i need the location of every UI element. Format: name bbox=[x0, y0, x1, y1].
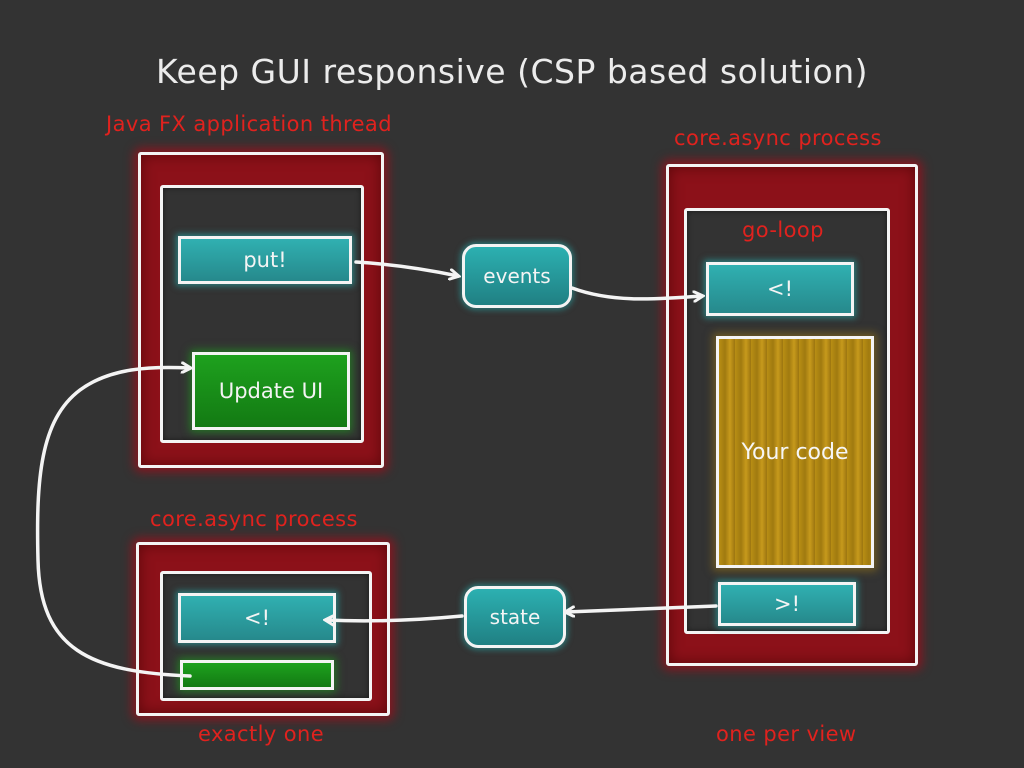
update-ui-box: Update UI bbox=[192, 352, 350, 430]
javafx-thread-label: Java FX application thread bbox=[106, 112, 392, 136]
go-loop-label: go-loop bbox=[742, 218, 824, 242]
one-per-view-label: one per view bbox=[716, 722, 857, 746]
take-right-box: <! bbox=[706, 262, 854, 316]
slide-title: Keep GUI responsive (CSP based solution) bbox=[156, 52, 868, 91]
arrow-events-to-take bbox=[570, 286, 702, 299]
put-box: put! bbox=[178, 236, 352, 284]
core-async-left-label: core.async process bbox=[150, 507, 358, 531]
events-channel: events bbox=[462, 244, 572, 308]
core-async-right-label: core.async process bbox=[674, 126, 882, 150]
arrow-state-to-take bbox=[326, 616, 464, 621]
arrow-putright-to-state bbox=[566, 604, 718, 612]
put-right-box: >! bbox=[718, 582, 856, 626]
state-consumer-box bbox=[180, 660, 334, 690]
arrow-put-to-events bbox=[354, 260, 458, 276]
state-channel: state bbox=[464, 586, 566, 648]
your-code-box: Your code bbox=[716, 336, 874, 568]
arrow-loop-to-update-ui bbox=[35, 367, 190, 678]
take-left-box: <! bbox=[178, 593, 336, 643]
exactly-one-label: exactly one bbox=[198, 722, 325, 746]
